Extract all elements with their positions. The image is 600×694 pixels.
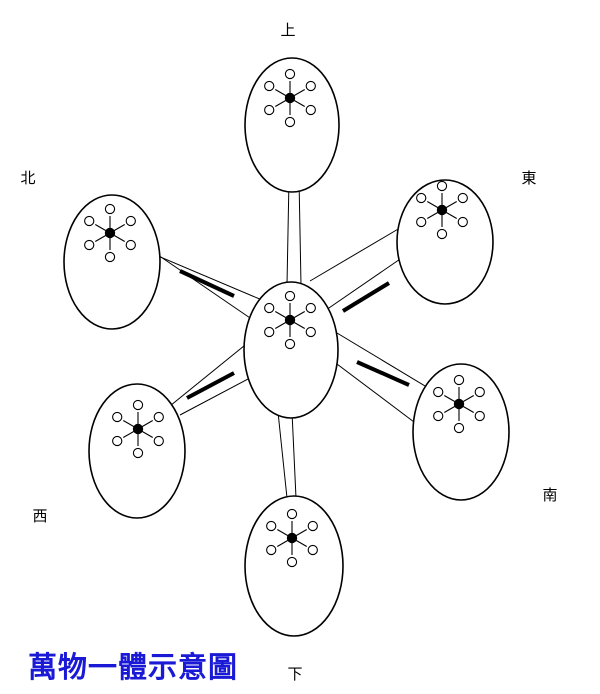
- cell-outline: [63, 194, 161, 330]
- relation-bar: [341, 281, 391, 313]
- satellite-node: [433, 410, 444, 422]
- satellite-node: [284, 116, 296, 128]
- satellite-node: [112, 435, 123, 447]
- satellite-node: [112, 411, 123, 423]
- cells: [63, 57, 510, 637]
- nucleus-node: [436, 204, 448, 216]
- satellite-node: [286, 556, 298, 568]
- relation-bar: [356, 360, 410, 387]
- satellite-node: [84, 239, 95, 251]
- nucleus-node: [104, 227, 116, 239]
- satellite-node: [132, 399, 144, 411]
- satellite-node: [125, 215, 136, 227]
- direction-label-north: 北: [20, 169, 35, 187]
- satellite-node: [305, 302, 316, 314]
- satellite-node: [153, 411, 164, 423]
- cell-bottom: [244, 495, 344, 637]
- satellite-node: [284, 290, 296, 302]
- satellite-node: [474, 410, 485, 422]
- satellite-node: [266, 520, 277, 532]
- relation-bar: [179, 269, 235, 298]
- nucleus-node: [284, 92, 296, 104]
- satellite-node: [453, 422, 465, 434]
- diagram-title: 萬物一體示意圖: [28, 650, 239, 684]
- satellite-node: [436, 228, 448, 240]
- satellite-node: [416, 216, 427, 228]
- direction-label-east: 東: [521, 169, 536, 187]
- direction-label-west: 西: [32, 507, 47, 525]
- satellite-node: [284, 68, 296, 80]
- cell-west: [88, 383, 186, 519]
- satellite-node: [264, 104, 275, 116]
- satellite-node: [104, 251, 116, 263]
- satellite-node: [266, 544, 277, 556]
- connector-line: [336, 332, 441, 396]
- nucleus-node: [453, 398, 465, 410]
- satellite-node: [132, 447, 144, 459]
- connector-line: [309, 224, 406, 282]
- cell-outline: [396, 179, 494, 305]
- connector-line: [277, 411, 288, 499]
- cell-north: [63, 194, 161, 330]
- satellite-node: [125, 239, 136, 251]
- cell-outline: [243, 281, 339, 419]
- satellite-node: [305, 104, 316, 116]
- cell-east: [396, 179, 494, 305]
- satellite-node: [284, 338, 296, 350]
- satellite-node: [153, 435, 164, 447]
- satellite-node: [264, 80, 275, 92]
- relation-bar: [186, 371, 235, 400]
- satellite-node: [264, 326, 275, 338]
- direction-label-top: 上: [280, 21, 295, 39]
- satellite-node: [457, 216, 468, 228]
- cell-center: [243, 281, 339, 419]
- connector-line: [157, 254, 254, 321]
- satellite-node: [436, 180, 448, 192]
- direction-label-south: 南: [542, 486, 557, 504]
- relation-bars: [179, 269, 410, 400]
- satellite-node: [307, 520, 318, 532]
- satellite-node: [307, 544, 318, 556]
- nucleus-node: [284, 314, 296, 326]
- satellite-node: [416, 192, 427, 204]
- satellite-node: [457, 192, 468, 204]
- connector-line: [291, 411, 297, 499]
- connector-line: [164, 336, 256, 411]
- satellite-node: [104, 203, 116, 215]
- direction-label-bottom: 下: [287, 665, 302, 683]
- satellite-node: [305, 80, 316, 92]
- cell-south: [412, 363, 510, 501]
- satellite-node: [84, 215, 95, 227]
- nucleus-node: [132, 423, 144, 435]
- satellite-node: [433, 386, 444, 398]
- connector-line: [325, 254, 407, 311]
- satellite-node: [286, 508, 298, 520]
- satellite-node: [305, 326, 316, 338]
- satellite-node: [474, 386, 485, 398]
- satellite-node: [264, 302, 275, 314]
- cell-top: [244, 57, 340, 193]
- satellite-node: [453, 374, 465, 386]
- nucleus-node: [286, 532, 298, 544]
